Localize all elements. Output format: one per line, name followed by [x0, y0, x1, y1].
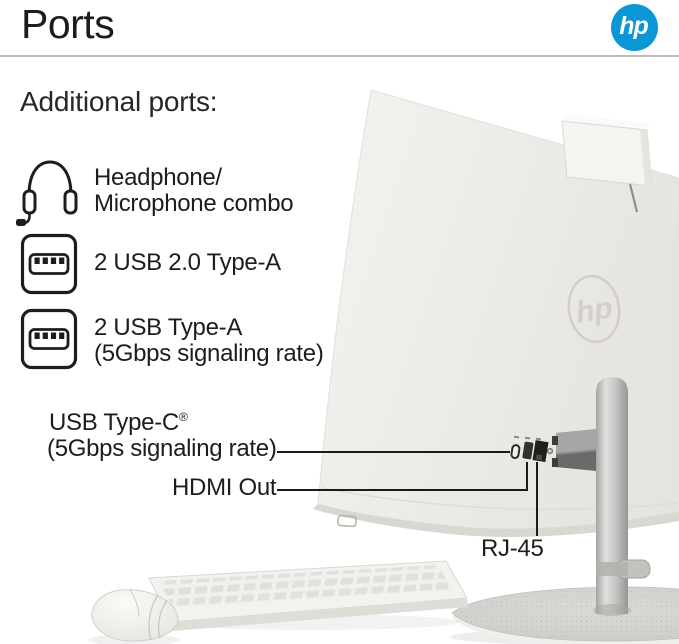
callout-rj45: RJ-45	[481, 535, 544, 562]
port-label-usba-2: (5Gbps signaling rate)	[94, 340, 324, 367]
usb-a-icon	[20, 308, 78, 370]
header-divider	[0, 55, 679, 57]
port-label-headphone-1: Headphone/	[94, 164, 222, 191]
hp-logo: hp	[611, 4, 658, 51]
aio-seam-line	[321, 487, 679, 511]
page-title: Ports	[21, 1, 115, 47]
hdmi-callout-line	[277, 462, 528, 491]
callout-usbc-line1: USB Type-C®	[49, 409, 188, 437]
aio-back-panel	[317, 89, 679, 530]
port-label-headphone-2: Microphone combo	[94, 190, 294, 217]
keyboard	[148, 560, 468, 631]
webcam-popup	[561, 114, 653, 213]
power-jack	[546, 447, 554, 455]
callout-usbc-text: USB Type-C	[49, 409, 179, 436]
hp-logo-text: hp	[619, 12, 649, 40]
section-heading: Additional ports:	[20, 86, 218, 117]
mouse	[88, 589, 180, 644]
callout-usbc-line2: (5Gbps signaling rate)	[47, 435, 277, 462]
svg-text:hp: hp	[574, 291, 615, 329]
pole-base-joint	[593, 604, 631, 616]
aio-bottom-edge	[313, 504, 679, 538]
headset-icon	[16, 160, 78, 226]
cable-clip	[596, 559, 651, 579]
stand-pole	[596, 377, 628, 614]
registered-mark: ®	[178, 410, 188, 424]
power-etched-mark	[337, 514, 357, 528]
callout-hdmi: HDMI Out	[172, 474, 277, 501]
usb-c-port	[510, 444, 521, 460]
usb-a-icon	[20, 233, 78, 295]
port-label-usba-1: 2 USB Type-A	[94, 314, 243, 341]
rear-ports	[510, 435, 554, 462]
stand-bracket	[552, 429, 597, 471]
hdmi-port	[522, 441, 534, 460]
rj45-port	[532, 440, 549, 462]
embossed-hp-logo: hp	[567, 274, 621, 344]
port-label-usb20: 2 USB 2.0 Type-A	[94, 249, 281, 276]
